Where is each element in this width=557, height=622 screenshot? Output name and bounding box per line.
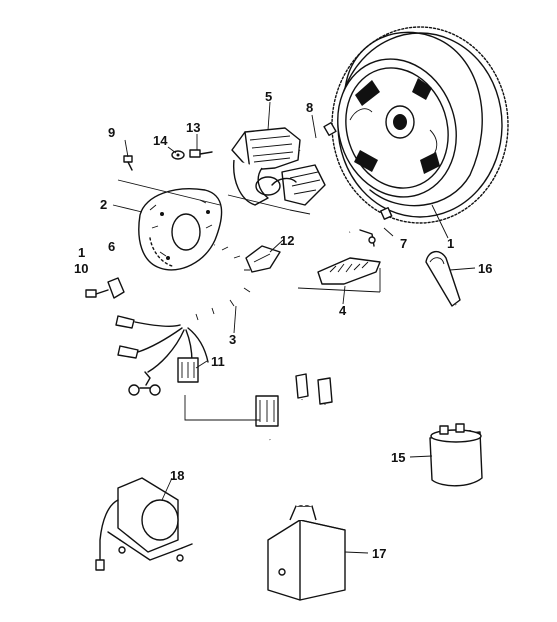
callout-14: 14 <box>153 133 168 148</box>
pulser-coil <box>317 229 381 285</box>
cdi-box <box>255 373 346 601</box>
washer-14 <box>171 150 185 160</box>
callout-8: 8 <box>306 100 313 115</box>
callout-1: 1 <box>447 236 454 251</box>
callout-6: 6 <box>108 239 115 254</box>
connector-12 <box>245 245 281 273</box>
connector-11 <box>177 357 199 383</box>
callout-1b: 1 <box>78 245 85 260</box>
screw-9 <box>123 155 133 171</box>
callout-12: 12 <box>280 233 294 248</box>
screw-7 <box>349 207 393 234</box>
callout-3: 3 <box>229 332 236 347</box>
stator-coil-assembly <box>231 127 326 206</box>
wire-harness <box>115 243 253 396</box>
leader-lines <box>112 101 476 554</box>
callout-9: 9 <box>108 125 115 140</box>
callout-16: 16 <box>478 261 492 276</box>
grouping-lines <box>117 179 381 421</box>
callout-7: 7 <box>400 236 407 251</box>
callout-13: 13 <box>186 120 200 135</box>
ignition-coil <box>429 423 483 487</box>
callout-4: 4 <box>339 303 347 318</box>
wire-clip <box>85 277 125 299</box>
spark-plug-cap <box>425 251 472 431</box>
callout-labels: 1 2 3 4 5 6 7 8 9 10 11 12 13 14 15 16 1… <box>74 89 492 561</box>
stator-screw <box>299 121 337 152</box>
callout-15: 15 <box>391 450 405 465</box>
screw-13 <box>189 149 213 158</box>
callout-2: 2 <box>100 197 107 212</box>
callout-18: 18 <box>170 468 184 483</box>
flywheel <box>331 26 509 224</box>
callout-11: 11 <box>211 354 225 369</box>
callout-17: 17 <box>372 546 386 561</box>
stator-base-plate <box>138 188 223 271</box>
callout-5: 5 <box>265 89 272 104</box>
relay <box>95 477 193 571</box>
callout-10: 10 <box>74 261 88 276</box>
